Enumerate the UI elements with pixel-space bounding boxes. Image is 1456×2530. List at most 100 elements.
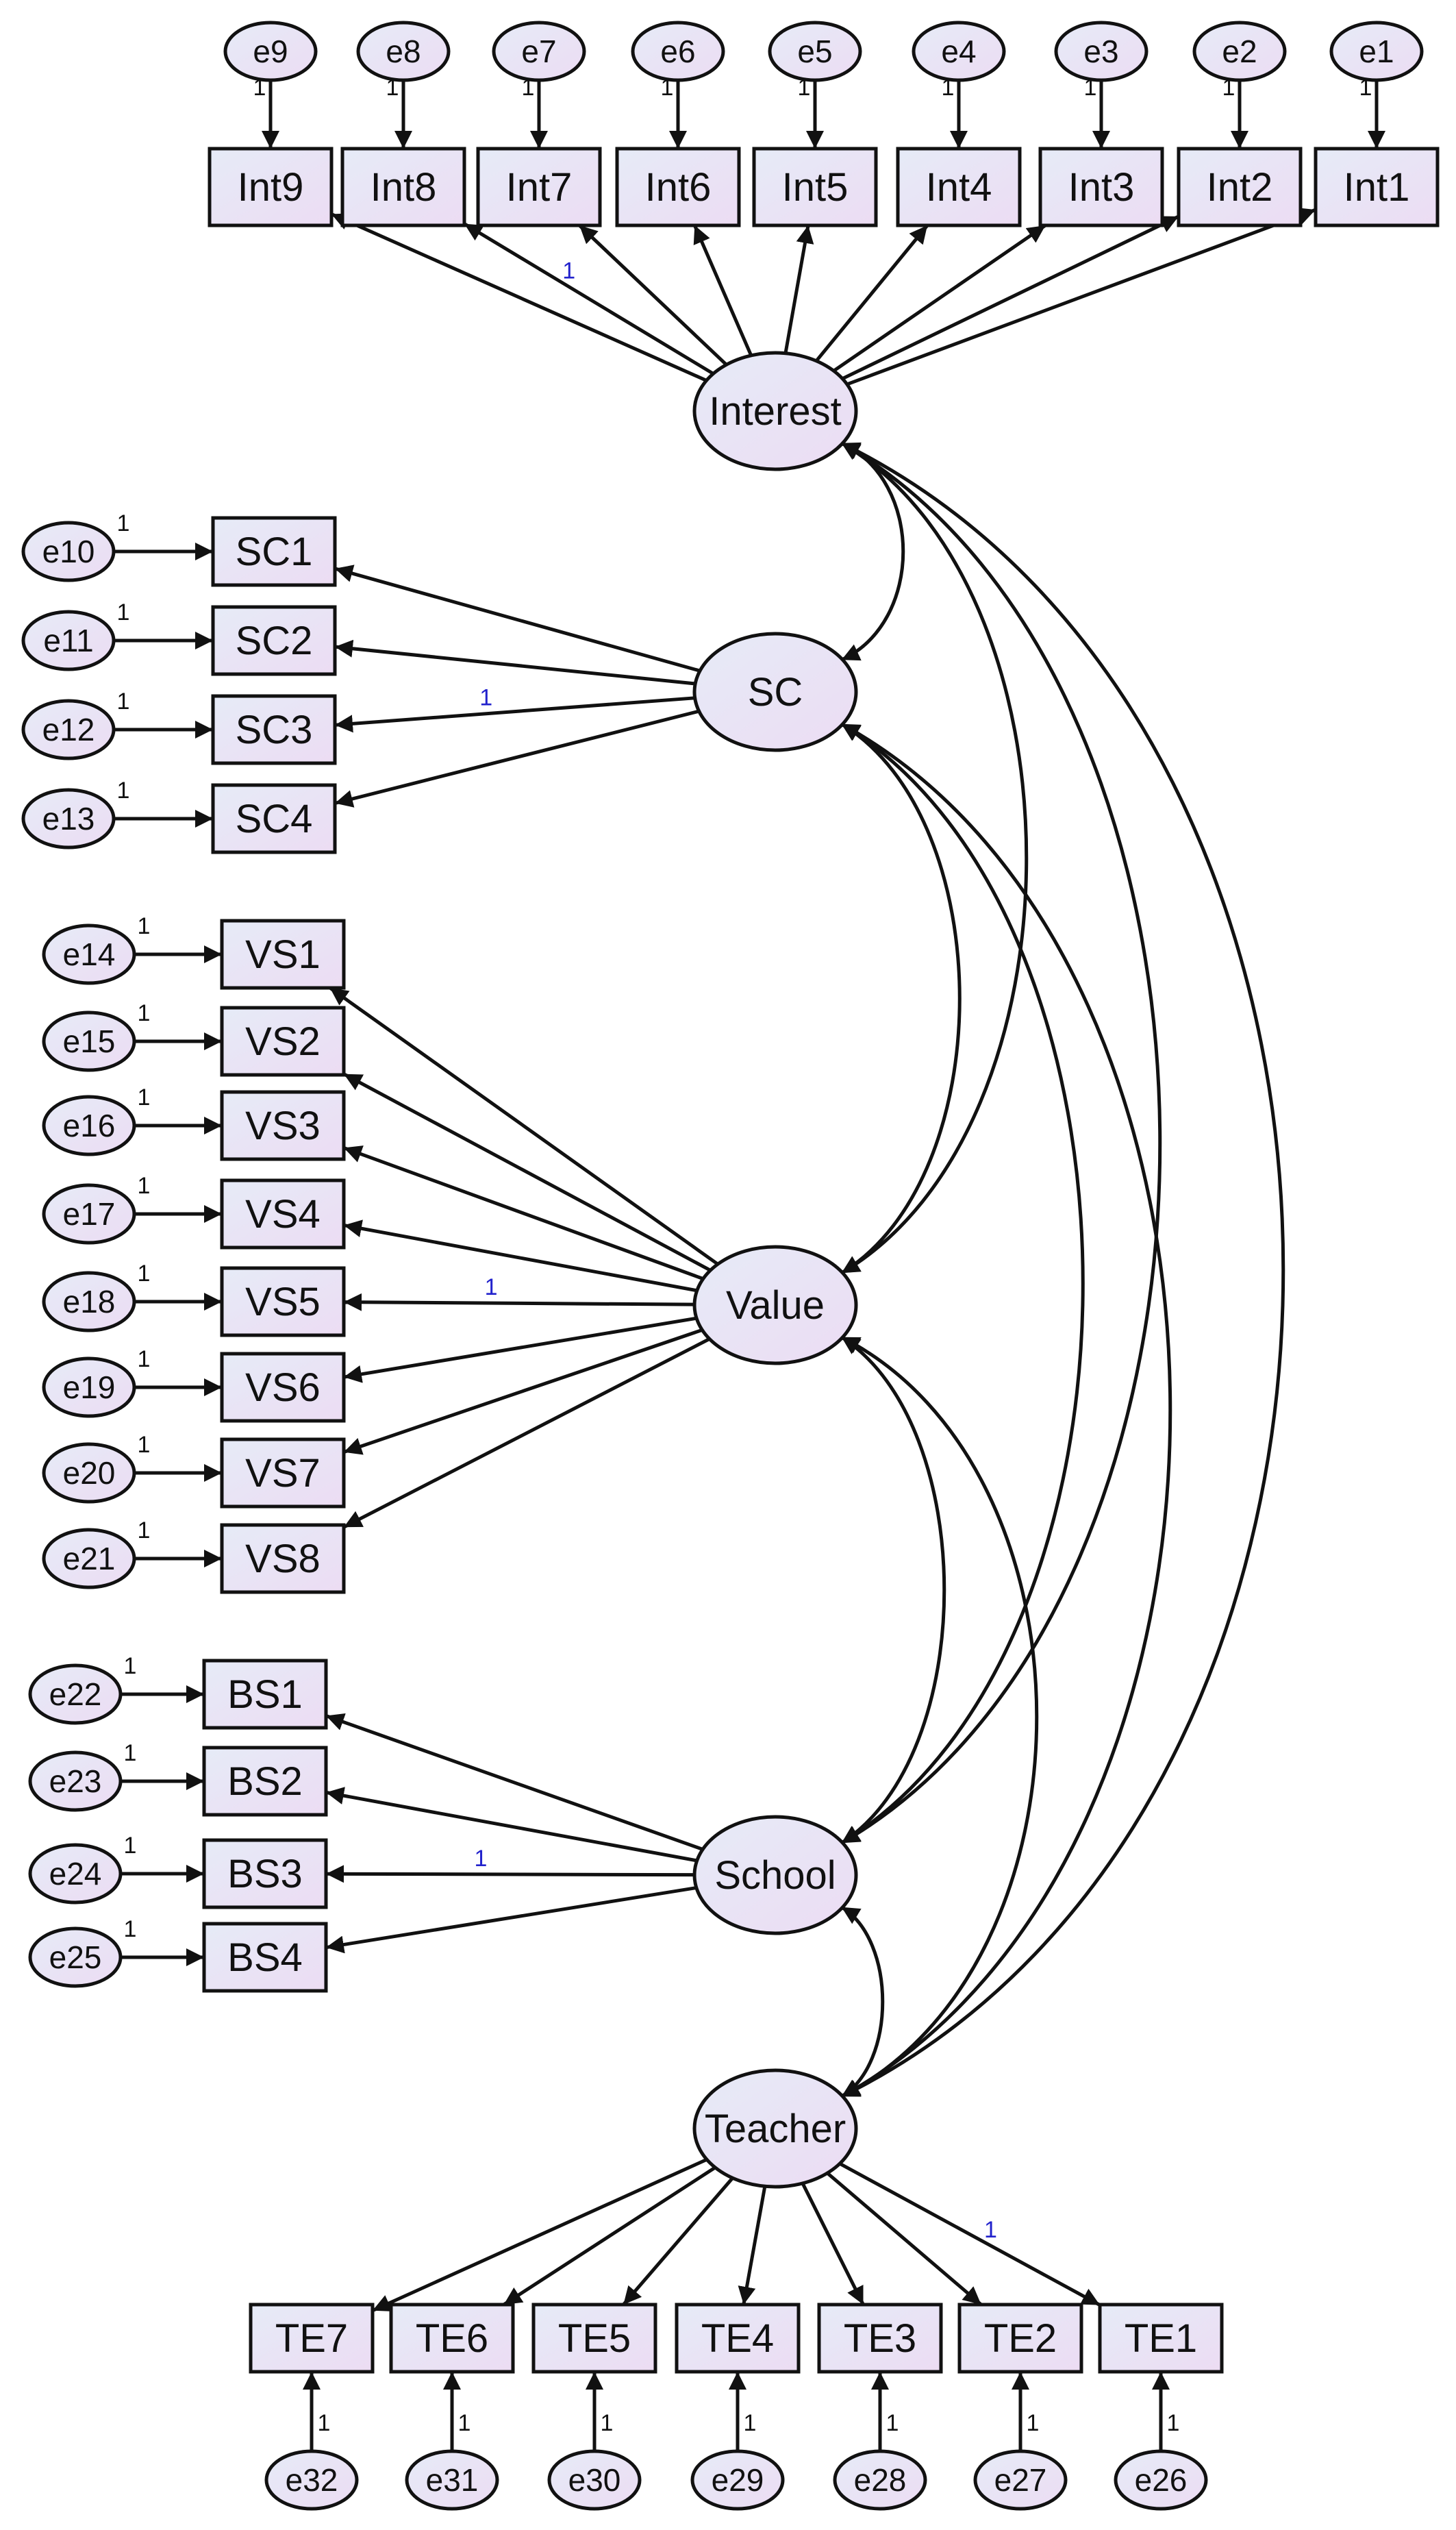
fixed-loading-label-te1: 1 bbox=[984, 2217, 997, 2243]
fixed-error-label-e15: 1 bbox=[138, 1000, 151, 1026]
fixed-error-label-e29: 1 bbox=[744, 2410, 757, 2436]
indicator-box bbox=[752, 147, 878, 227]
error-e1: e1 bbox=[1329, 21, 1424, 82]
indicator-label: VS6 bbox=[245, 1365, 321, 1410]
indicator-te6: TE6 bbox=[389, 2303, 515, 2374]
indicator-box bbox=[1038, 147, 1164, 227]
indicator-int5: Int5 bbox=[752, 147, 878, 227]
error-e5: e5 bbox=[768, 21, 862, 82]
indicator-bs3: BS3 bbox=[202, 1838, 328, 1909]
indicator-sc2: SC2 bbox=[211, 605, 337, 676]
covariance-arrow-interest-sc bbox=[840, 441, 905, 662]
indicator-label: VS2 bbox=[245, 1019, 321, 1064]
indicator-int3: Int3 bbox=[1038, 147, 1164, 227]
indicator-box bbox=[817, 2303, 943, 2374]
latent-ellipse bbox=[692, 1245, 858, 1365]
error-ellipse bbox=[631, 21, 725, 82]
error-e23: e23 bbox=[28, 1750, 123, 1812]
error-label: e21 bbox=[63, 1541, 116, 1576]
indicator-vs8: VS8 bbox=[220, 1523, 346, 1594]
indicator-sc4: SC4 bbox=[211, 783, 337, 854]
indicator-bs1: BS1 bbox=[202, 1659, 328, 1730]
indicator-box bbox=[220, 1266, 346, 1337]
loading-arrow-vs5 bbox=[343, 1293, 695, 1311]
indicator-label: BS1 bbox=[227, 1672, 303, 1717]
indicator-label: BS4 bbox=[227, 1935, 303, 1980]
error-ellipse bbox=[973, 2449, 1068, 2511]
latent-sc: SC bbox=[692, 632, 858, 752]
error-ellipse bbox=[1192, 21, 1287, 82]
indicator-box bbox=[208, 147, 334, 227]
error-label: e2 bbox=[1222, 34, 1257, 69]
error-ellipse bbox=[42, 1095, 136, 1156]
error-ellipse bbox=[264, 2449, 359, 2511]
fixed-loading-label-sc3: 1 bbox=[479, 685, 492, 711]
fixed-error-label-e30: 1 bbox=[601, 2410, 614, 2436]
error-ellipse bbox=[42, 1010, 136, 1072]
error-e22: e22 bbox=[28, 1663, 123, 1725]
indicator-int1: Int1 bbox=[1314, 147, 1440, 227]
error-label: e10 bbox=[42, 534, 95, 569]
loading-arrow-sc3 bbox=[334, 696, 695, 733]
indicator-vs2: VS2 bbox=[220, 1006, 346, 1077]
indicator-box bbox=[249, 2303, 375, 2374]
indicator-box bbox=[220, 1006, 346, 1077]
indicator-label: VS4 bbox=[245, 1192, 321, 1237]
loading-arrow-int8 bbox=[463, 222, 714, 375]
error-e32: e32 bbox=[264, 2449, 359, 2511]
indicator-label: TE2 bbox=[984, 2316, 1057, 2361]
indicator-label: Int9 bbox=[238, 165, 304, 210]
latent-teacher: Teacher bbox=[692, 2068, 858, 2189]
error-label: e28 bbox=[854, 2462, 907, 2498]
indicator-label: VS3 bbox=[245, 1104, 321, 1148]
indicator-box bbox=[476, 147, 602, 227]
covariance-arrow-school-teacher bbox=[840, 1905, 885, 2098]
error-e16: e16 bbox=[42, 1095, 136, 1156]
indicator-vs4: VS4 bbox=[220, 1178, 346, 1250]
indicator-label: BS2 bbox=[227, 1759, 303, 1804]
loading-arrow-vs6 bbox=[343, 1316, 697, 1383]
error-ellipse bbox=[1054, 21, 1149, 82]
latent-ellipse bbox=[692, 632, 858, 752]
loading-arrow-bs2 bbox=[325, 1787, 698, 1863]
error-ellipse bbox=[1329, 21, 1424, 82]
error-ellipse bbox=[42, 923, 136, 985]
fixed-error-label-e11: 1 bbox=[117, 599, 130, 625]
loading-arrow-int6 bbox=[693, 225, 753, 356]
indicator-box bbox=[1314, 147, 1440, 227]
indicator-label: Int7 bbox=[506, 165, 573, 210]
loading-arrow-int4 bbox=[815, 224, 929, 362]
fixed-error-label-e25: 1 bbox=[124, 1916, 137, 1942]
error-ellipse bbox=[492, 21, 586, 82]
error-label: e19 bbox=[63, 1369, 116, 1405]
error-label: e9 bbox=[253, 34, 288, 69]
indicator-box bbox=[211, 694, 337, 765]
error-e18: e18 bbox=[42, 1271, 136, 1332]
latent-label: Interest bbox=[709, 389, 841, 434]
covariance-arrow-sc-value bbox=[840, 722, 962, 1275]
error-e19: e19 bbox=[42, 1356, 136, 1418]
fixed-error-label-e12: 1 bbox=[117, 689, 130, 715]
indicator-label: SC1 bbox=[236, 530, 313, 574]
fixed-error-label-e32: 1 bbox=[318, 2410, 331, 2436]
fixed-error-label-e2: 1 bbox=[1222, 75, 1235, 101]
latent-school: School bbox=[692, 1815, 858, 1935]
indicator-int4: Int4 bbox=[896, 147, 1022, 227]
error-label: e12 bbox=[42, 712, 95, 747]
indicator-label: BS3 bbox=[227, 1852, 303, 1896]
error-e20: e20 bbox=[42, 1442, 136, 1504]
latent-label: Value bbox=[726, 1283, 825, 1328]
loading-arrow-bs4 bbox=[325, 1886, 697, 1954]
loading-arrow-vs8 bbox=[342, 1337, 711, 1529]
covariance-arrow-value-school bbox=[840, 1335, 946, 1845]
fixed-error-label-e24: 1 bbox=[124, 1833, 137, 1859]
indicator-box bbox=[202, 1922, 328, 1993]
loading-arrow-int3 bbox=[832, 223, 1046, 373]
indicator-box bbox=[202, 1659, 328, 1730]
error-e4: e4 bbox=[912, 21, 1006, 82]
loading-arrow-te3 bbox=[801, 2182, 865, 2306]
covariance-arrow-sc-school bbox=[840, 722, 1085, 1845]
loading-arrow-vs2 bbox=[342, 1072, 712, 1272]
fixed-error-label-e4: 1 bbox=[942, 75, 955, 101]
